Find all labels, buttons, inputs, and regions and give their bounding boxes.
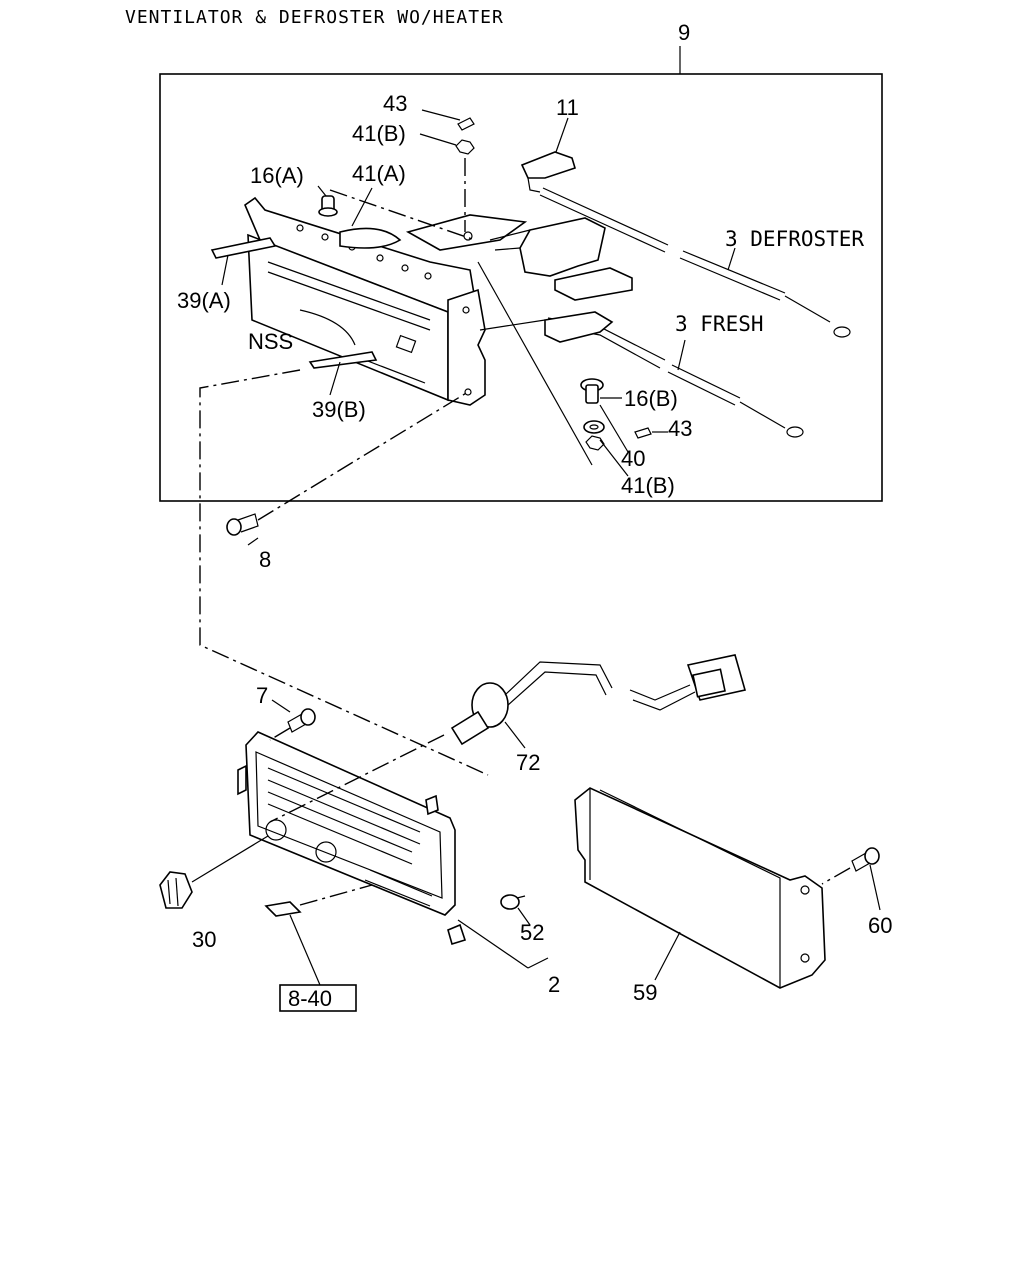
callout-7: 7	[256, 683, 268, 708]
callout-52: 52	[520, 920, 544, 945]
callout-3-defroster: 3 DEFROSTER	[725, 227, 864, 251]
callout-16b: 16(B)	[624, 386, 678, 411]
reference-8-40: 8-40	[288, 986, 332, 1011]
callout-11: 11	[556, 95, 579, 120]
pin-16b	[580, 378, 622, 404]
diagram-title: VENTILATOR & DEFROSTER WO/HEATER	[125, 7, 504, 28]
callout-41b-top: 41(B)	[352, 121, 406, 146]
connector-8-40	[264, 901, 302, 917]
callout-30: 30	[192, 927, 216, 952]
callout-41a: 41(A)	[352, 161, 406, 186]
screw-60	[851, 847, 880, 872]
nut-41b-bottom	[585, 435, 605, 451]
callout-39b: 39(B)	[312, 397, 366, 422]
label-nss: NSS	[248, 329, 293, 354]
clip-11	[520, 151, 576, 193]
defroster-bracket	[489, 217, 633, 301]
bulb-52	[500, 894, 526, 910]
callout-43-bottom: 43	[668, 416, 692, 441]
callout-16a: 16(A)	[250, 163, 304, 188]
control-panel-2	[237, 731, 467, 946]
callout-9: 9	[678, 20, 690, 45]
callout-60: 60	[868, 913, 892, 938]
callout-39a: 39(A)	[177, 288, 231, 313]
callout-41b-bottom: 41(B)	[621, 473, 675, 498]
cover-59	[574, 787, 826, 989]
callout-3-fresh: 3 FRESH	[675, 312, 764, 336]
fresh-cable	[479, 311, 804, 438]
screw-7	[287, 708, 316, 733]
reference-box-8-40	[279, 984, 357, 1012]
pin-16a	[317, 185, 338, 217]
callout-2: 2	[548, 972, 560, 997]
assembly-box-9	[159, 73, 883, 502]
screw-8	[226, 513, 259, 536]
switch-harness-72	[450, 654, 747, 746]
callout-43-top: 43	[383, 91, 407, 116]
pin-43-bottom	[634, 427, 652, 439]
callout-59: 59	[633, 980, 657, 1005]
pin-43-top	[421, 109, 475, 131]
callout-40: 40	[621, 446, 645, 471]
defroster-cable	[539, 187, 851, 338]
washer-40	[583, 420, 605, 434]
callout-72: 72	[516, 750, 540, 775]
callout-8: 8	[259, 547, 271, 572]
control-bracket	[210, 196, 528, 406]
nut-41b-top	[419, 133, 475, 155]
knob-30	[159, 871, 193, 909]
